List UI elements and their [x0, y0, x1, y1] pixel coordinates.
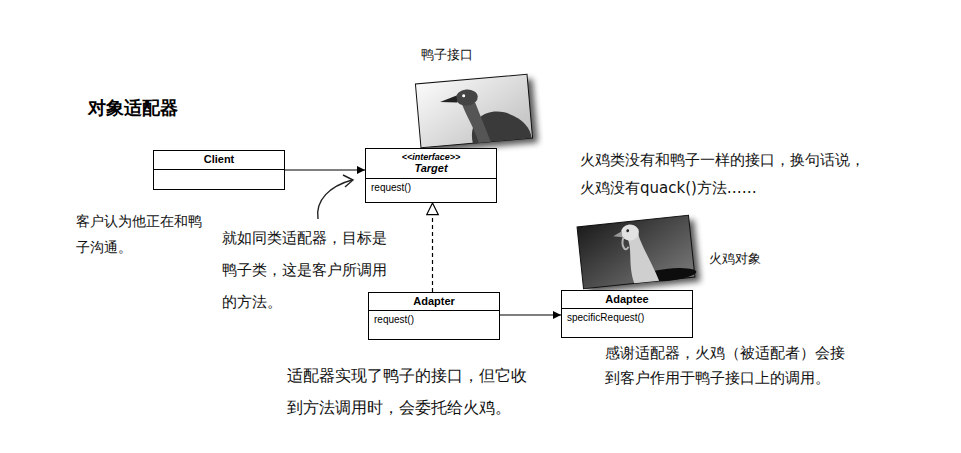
class-box: Adaptee specificRequest() [561, 290, 693, 338]
annotation-note: 火鸡对象 [709, 250, 789, 268]
class-header: Adapter [369, 293, 499, 311]
diagram-title: 对象适配器 [88, 96, 178, 120]
duck-photo [415, 74, 538, 153]
callout-arrow [318, 175, 353, 219]
class-name: Adaptee [605, 293, 648, 306]
realization-arrow [432, 203, 433, 292]
class-body [154, 170, 284, 189]
class-name: Adapter [413, 295, 455, 308]
class-box: Adapter request() [368, 292, 500, 340]
class-body: request() [369, 311, 499, 339]
class-box: <<interface>>Targetrequest() [365, 148, 497, 203]
class-header: Client [154, 151, 284, 170]
association-arrow [285, 169, 365, 170]
annotation-note: 感谢适配器，火鸡（被适配者）会接到客户作用于鸭子接口上的调用。 [605, 341, 850, 391]
class-header: <<interface>>Target [366, 149, 496, 179]
annotation-note: 鸭子接口 [421, 46, 501, 64]
annotation-note: 适配器实现了鸭子的接口，但它收到方法调用时，会委托给火鸡。 [287, 360, 532, 424]
annotation-note: 就如同类适配器，目标是鸭子类，这是客户所调用的方法。 [222, 222, 392, 318]
method-name: request() [374, 314, 414, 326]
annotation-note: 火鸡类没有和鸭子一样的接口，换句话说，火鸡没有quack()方法…… [580, 146, 872, 202]
class-name: Client [204, 153, 235, 166]
method-name: specificRequest() [567, 312, 644, 324]
class-body: specificRequest() [562, 309, 692, 337]
method-name: request() [371, 182, 411, 194]
class-body: request() [366, 179, 496, 202]
class-name: <<interface>> [402, 152, 461, 163]
turkey-photo [577, 215, 700, 294]
annotation-note: 客户认为他正在和鸭子沟通。 [76, 208, 206, 260]
class-name: Target [414, 162, 447, 175]
association-arrow [500, 314, 561, 315]
class-box: Client [153, 150, 285, 190]
class-header: Adaptee [562, 291, 692, 309]
